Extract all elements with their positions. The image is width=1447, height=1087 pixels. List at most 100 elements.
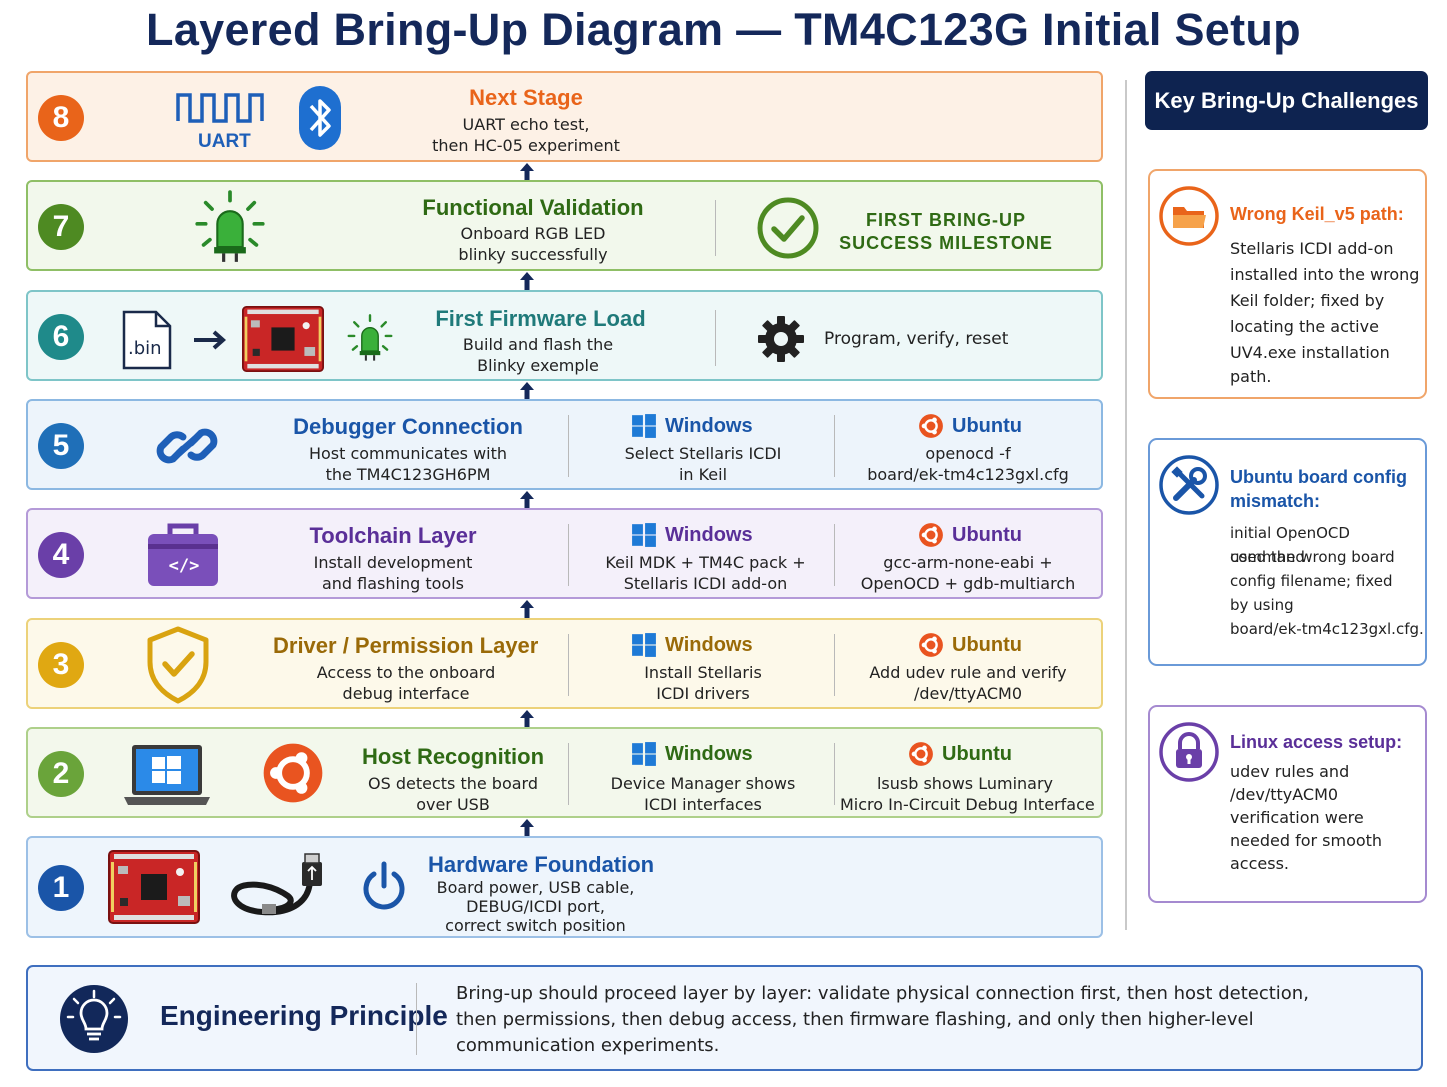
layer-7-desc-1: Onboard RGB LED: [460, 224, 606, 243]
right-panel-divider: [1125, 80, 1127, 930]
windows-label: Windows: [665, 414, 753, 437]
principle-line-3: communication experiments.: [456, 1035, 720, 1056]
gear-icon: [758, 316, 804, 362]
layer-2-windows-line-2: ICDI interfaces: [644, 795, 762, 814]
layer-8-title: Next Stage: [469, 85, 583, 110]
led-icon: [193, 190, 267, 264]
layer-3-desc-2: debug interface: [342, 684, 470, 703]
layer-4-ubuntu-line-2: OpenOCD + gdb-multiarch: [860, 574, 1076, 593]
layer-1-desc-1: Board power, USB cable,: [436, 878, 635, 897]
layer-7-title: Functional Validation: [422, 195, 644, 220]
layer-8-desc-1: UART echo test,: [462, 115, 590, 134]
layer-7-badge: 7: [38, 204, 84, 250]
layer-2-ubuntu-line-2: Micro In-Circuit Debug Interface: [840, 795, 1095, 814]
ubuntu-label: Ubuntu: [952, 633, 1022, 656]
ubuntu-logo-icon: [261, 741, 325, 805]
layer-2-desc-1: OS detects the board: [368, 774, 538, 793]
layer-3-windows-line-1: Install Stellaris: [644, 663, 762, 682]
ubuntu-label: Ubuntu: [952, 523, 1022, 546]
layer-2-windows-line-1: Device Manager shows: [610, 774, 796, 793]
layer-2-badge: 2: [38, 751, 84, 797]
layer-4-ubuntu-line-1: gcc-arm-none-eabi +: [883, 553, 1053, 572]
milestone-line-2: SUCCESS MILESTONE: [839, 233, 1053, 253]
layer-5-ubuntu-line-2: board/ek-tm4c123gxl.cfg: [867, 465, 1069, 484]
ubuntu-label: Ubuntu: [942, 742, 1012, 765]
challenge-1-line-4: locating the active: [1230, 317, 1379, 336]
layer-6-desc-2: Blinky exemple: [477, 356, 599, 375]
layer-5-windows-head: Windows: [631, 413, 753, 439]
principle-line-2: then permissions, then debug access, the…: [456, 1009, 1254, 1030]
layer-6-badge: 6: [38, 314, 84, 360]
challenge-1-line-2: installed into the wrong: [1230, 265, 1420, 284]
challenge-2-title-2: mismatch:: [1230, 491, 1321, 511]
windows-label: Windows: [665, 633, 753, 656]
layer-5-divider-2: [834, 415, 835, 477]
layer-4-badge: 4: [38, 532, 84, 578]
challenge-2-line-5: board/ek-tm4c123gxl.cfg.: [1230, 620, 1424, 638]
bin-file-icon: [122, 310, 172, 370]
ubuntu-icon: [908, 741, 934, 767]
layer-4-toolchain: 4 </> Toolchain Layer Install developmen…: [26, 508, 1103, 599]
layer-3-windows-line-2: ICDI drivers: [656, 684, 750, 703]
layer-3-driver-permission: 3 Driver / Permission Layer Access to th…: [26, 618, 1103, 709]
layer-3-desc-1: Access to the onboard: [316, 663, 496, 682]
windows-icon: [631, 413, 657, 439]
layer-5-badge: 5: [38, 423, 84, 469]
layer-5-desc-1: Host communicates with: [308, 444, 508, 463]
bin-file-label: .bin: [128, 338, 162, 359]
layer-2-windows-head: Windows: [631, 741, 753, 767]
lock-icon: [1159, 722, 1219, 782]
tm4c-board-icon: [108, 850, 200, 924]
led-icon: [346, 306, 394, 370]
windows-icon: [631, 632, 657, 658]
layer-3-ubuntu-line-1: Add udev rule and verify: [869, 663, 1067, 682]
principle-line-1: Bring-up should proceed layer by layer: …: [456, 983, 1309, 1004]
layer-1-hardware-foundation: 1 Hardware Foundation Board power, USB c…: [26, 836, 1103, 938]
challenge-1-line-5: UV4.exe installation path.: [1230, 343, 1390, 386]
layer-4-windows-line-2: Stellaris ICDI add-on: [623, 574, 788, 593]
power-icon: [363, 861, 405, 910]
layer-3-windows-head: Windows: [631, 632, 753, 658]
layer-5-desc-2: the TM4C123GH6PM: [325, 465, 491, 484]
challenge-2-line-2: used the wrong board: [1230, 548, 1395, 566]
layer-6-action: Program, verify, reset: [824, 329, 1009, 349]
principle-text: Bring-up should proceed layer by layer: …: [456, 981, 1356, 1059]
challenge-card-ubuntu-config: Ubuntu board config mismatch: initial Op…: [1148, 438, 1427, 666]
layer-2-divider-1: [568, 743, 569, 805]
layer-2-divider-2: [834, 743, 835, 805]
principle-title: Engineering Principle: [160, 1000, 448, 1031]
toolbox-icon: [148, 523, 218, 586]
layer-2-title: Host Recognition: [361, 744, 545, 769]
uart-label: UART: [198, 131, 251, 152]
uart-waveform-icon: [176, 93, 264, 123]
windows-laptop-icon: [124, 745, 210, 805]
milestone-line-1: FIRST BRING-UP: [866, 210, 1026, 230]
layer-1-desc-2: DEBUG/ICDI port,: [466, 897, 605, 916]
challenge-3-line-3: verification were: [1230, 808, 1364, 827]
layer-6-first-firmware-load: 6 .bin First Firmware Load Build and fla…: [26, 290, 1103, 381]
layer-3-divider-1: [568, 634, 569, 696]
challenge-3-line-5: access.: [1230, 854, 1289, 873]
layer-3-divider-2: [834, 634, 835, 696]
challenge-card-keil-path: Wrong Keil_v5 path: Stellaris ICDI add-o…: [1148, 169, 1427, 399]
checkmark-circle-icon: [757, 197, 819, 259]
layer-3-title: Driver / Permission Layer: [273, 633, 539, 658]
link-chain-icon: [156, 428, 218, 464]
layer-7-functional-validation: 7 Functional Validation Onboard RGB LED …: [26, 180, 1103, 271]
engineering-principle-panel: Engineering Principle Bring-up should pr…: [26, 965, 1423, 1071]
layer-5-divider-1: [568, 415, 569, 477]
shield-check-icon: [147, 626, 209, 704]
windows-icon: [631, 522, 657, 548]
layer-4-windows-line-1: Keil MDK + TM4C pack +: [605, 553, 806, 572]
layer-1-desc-3: correct switch position: [445, 916, 626, 935]
challenge-1-title: Wrong Keil_v5 path:: [1230, 204, 1404, 224]
challenge-2-line-1: initial OpenOCD command: [1230, 524, 1350, 566]
ubuntu-label: Ubuntu: [952, 414, 1022, 437]
layer-2-desc-2: over USB: [416, 795, 490, 814]
challenge-card-linux-access: Linux access setup: udev rules and /dev/…: [1148, 705, 1427, 903]
challenges-header: Key Bring-Up Challenges: [1145, 71, 1428, 130]
challenge-3-line-2: /dev/ttyACM0: [1230, 785, 1339, 804]
challenge-3-line-1: udev rules and: [1230, 762, 1350, 781]
layer-6-title: First Firmware Load: [435, 306, 646, 331]
layer-7-divider: [715, 200, 716, 256]
